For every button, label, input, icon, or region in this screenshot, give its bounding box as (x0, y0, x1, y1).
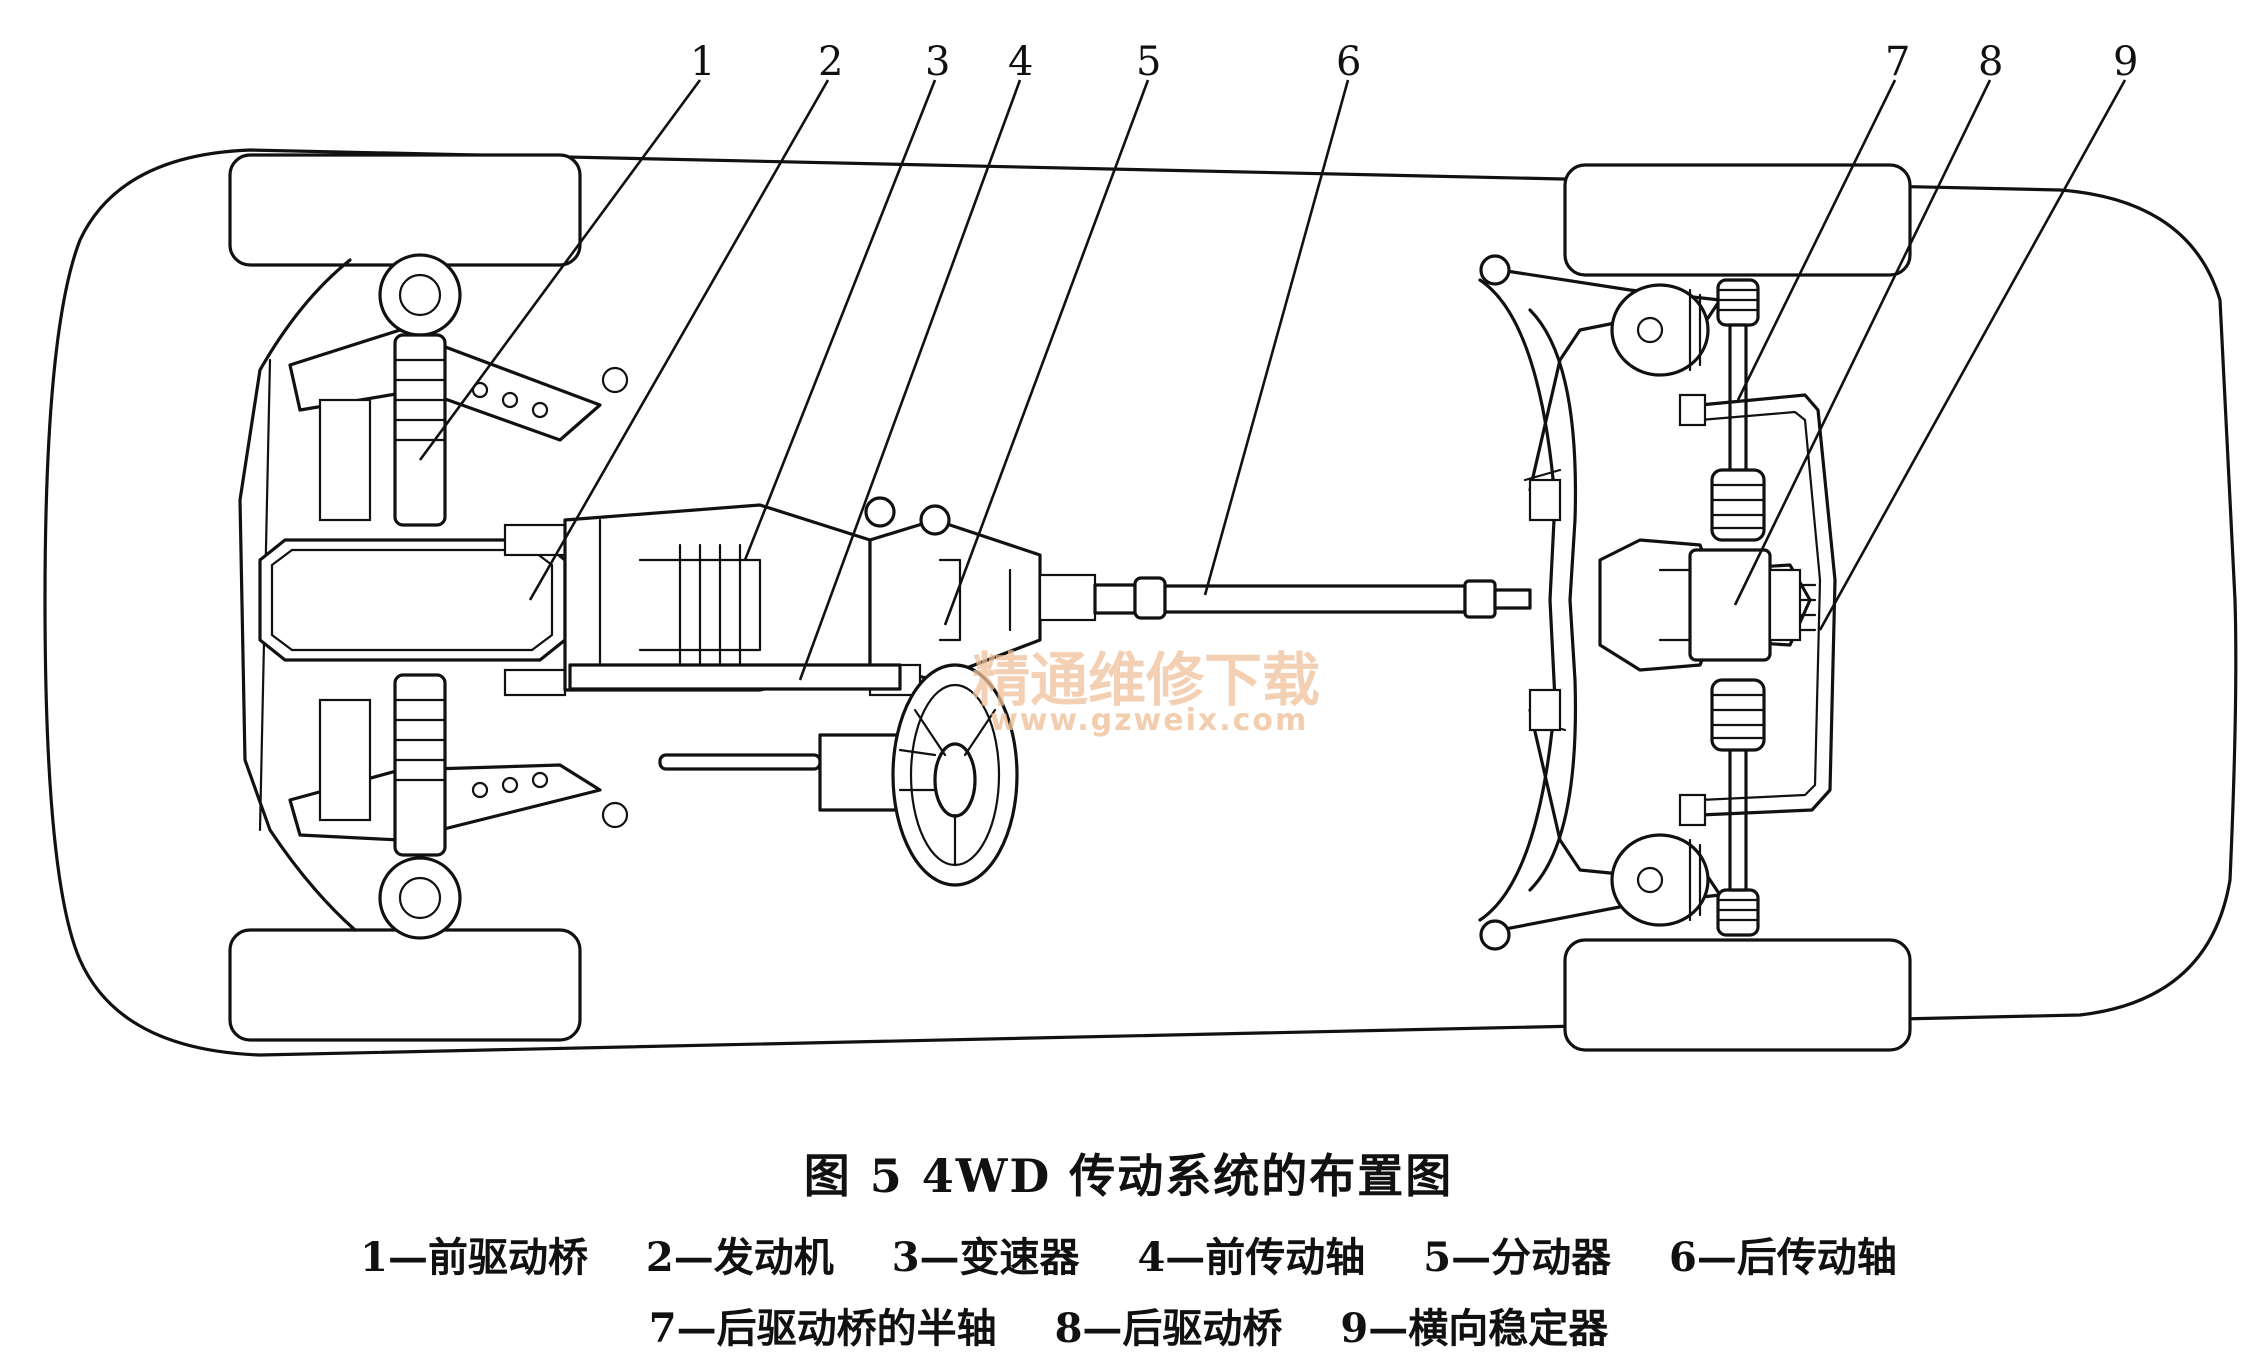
watermark-line2: www.gzweix.com (990, 703, 1308, 738)
legend-item: 4—前传动轴 (1137, 1234, 1366, 1281)
rear-left-wheel (1563, 163, 1912, 277)
legend-item: 7—后驱动桥的半轴 (648, 1305, 997, 1352)
car-body-outline (43, 148, 2238, 1057)
transmission (563, 503, 872, 692)
legend-item: 5—分动器 (1423, 1234, 1612, 1281)
callout-8: 8 (1978, 39, 2003, 85)
figure-title: 图 5 4WD 传动系统的布置图 (803, 1149, 1454, 1203)
legend-item: 8—后驱动桥 (1054, 1305, 1283, 1352)
front-left-wheel (228, 153, 582, 267)
legend-item: 2—发动机 (645, 1234, 834, 1281)
legend-item: 6—后传动轴 (1669, 1234, 1897, 1281)
callout-3: 3 (925, 39, 950, 85)
legend-item: 9—横向稳定器 (1340, 1305, 1609, 1352)
callout-9: 9 (2113, 39, 2138, 85)
transverse-stabilizer (1678, 393, 1837, 827)
callout-6: 6 (1336, 39, 1361, 85)
callout-numbers: 1 2 3 4 5 6 7 8 9 (690, 39, 2138, 85)
callout-5: 5 (1136, 39, 1161, 85)
callout-1: 1 (690, 39, 715, 85)
callout-leaders (418, 79, 2127, 681)
front-right-wheel (228, 928, 582, 1042)
legend-row-1: 1—前驱动桥 2—发动机 3—变速器 4—前传动轴 5—分动器 6—后传动轴 (0, 1225, 2257, 1283)
steering-assembly (658, 663, 1019, 887)
engine (258, 523, 567, 697)
rear-hubs (1610, 283, 1710, 927)
rear-differential (1598, 538, 1817, 672)
watermark-line1: 精通维修下载 (972, 646, 1320, 714)
rear-right-wheel (1563, 938, 1912, 1052)
callout-2: 2 (818, 39, 843, 85)
front-propeller-shaft (568, 663, 902, 691)
legend-row-2: 7—后驱动桥的半轴 8—后驱动桥 9—横向稳定器 (0, 1296, 2257, 1354)
legend-item: 1—前驱动桥 (360, 1234, 588, 1281)
watermark: 精通维修下载 www.gzweix.com (972, 646, 1320, 738)
legend-item: 3—变速器 (891, 1234, 1080, 1281)
rear-propeller-shaft (1093, 576, 1532, 620)
callout-7: 7 (1885, 39, 1910, 85)
callout-4: 4 (1008, 39, 1033, 85)
front-suspension (238, 253, 629, 940)
